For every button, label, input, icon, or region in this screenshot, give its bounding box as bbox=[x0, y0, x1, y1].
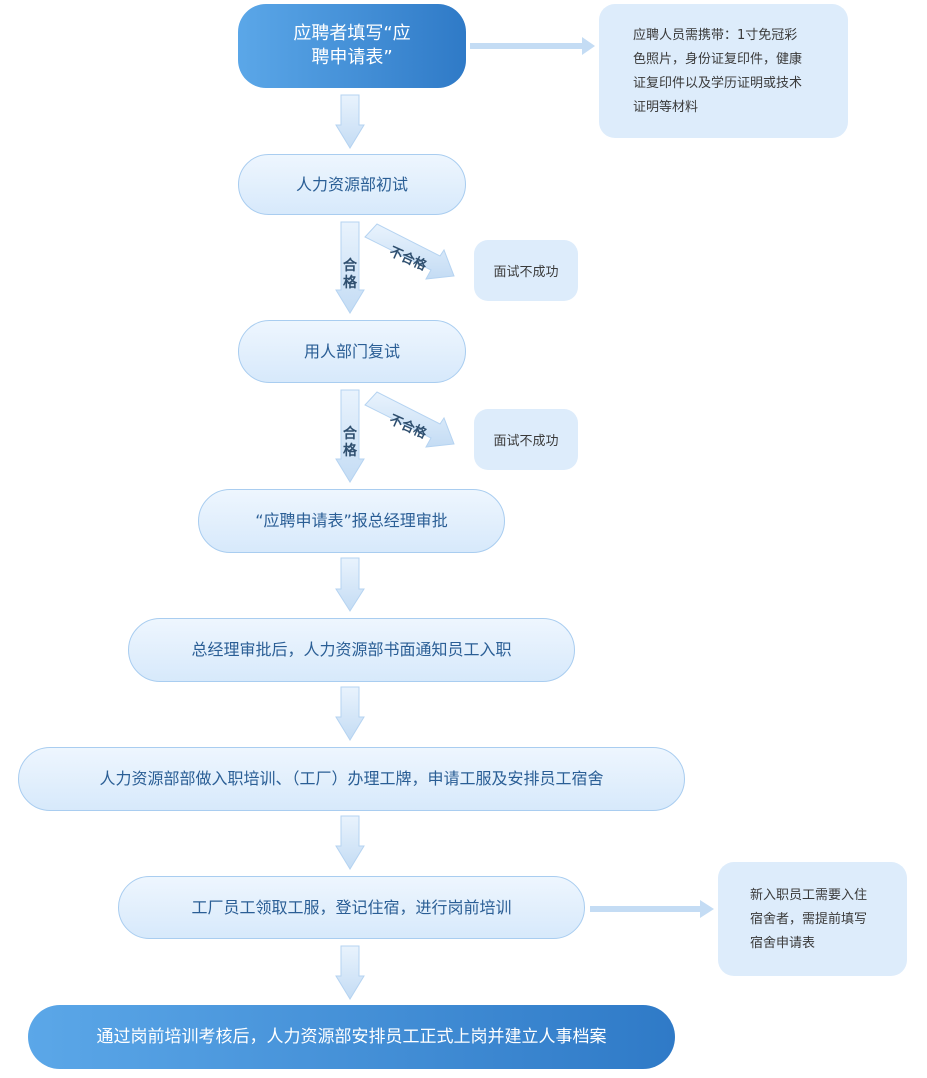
step-department-second-interview: 用人部门复试 bbox=[238, 320, 466, 383]
down-arrow-6 bbox=[335, 815, 365, 870]
step-fill-application: 应聘者填写“应 聘申请表” bbox=[238, 4, 466, 88]
step-notify-onboarding: 总经理审批后，人力资源部书面通知员工入职 bbox=[128, 618, 575, 682]
note-materials-line-1: 应聘人员需携带：1寸免冠彩 bbox=[633, 28, 798, 43]
down-arrow-1 bbox=[335, 94, 365, 149]
down-arrow-3 bbox=[335, 389, 365, 483]
fail-arrow-1 bbox=[364, 223, 455, 280]
step-hr-first-interview: 人力资源部初试 bbox=[238, 154, 466, 215]
note-dormitory-line-2: 宿舍者，需提前填写 bbox=[750, 912, 868, 927]
down-arrow-4 bbox=[335, 557, 365, 612]
note-dormitory-line-3: 宿舍申请表 bbox=[750, 936, 816, 951]
down-arrow-5 bbox=[335, 686, 365, 741]
down-arrow-2 bbox=[335, 221, 365, 314]
pass-label-2: 合格 bbox=[343, 426, 357, 459]
note-materials-line-4: 证明等材料 bbox=[633, 100, 699, 115]
step-formal-employment: 通过岗前培训考核后，人力资源部安排员工正式上岗并建立人事档案 bbox=[28, 1005, 675, 1069]
fail-result-1: 面试不成功 bbox=[474, 240, 578, 301]
pass-label-1: 合格 bbox=[343, 258, 357, 291]
note-arrow-1 bbox=[470, 37, 595, 55]
note-dormitory-line-1: 新入职员工需要入住 bbox=[750, 888, 868, 903]
down-arrow-7 bbox=[335, 945, 365, 1000]
step-1-line-2: 聘申请表” bbox=[311, 47, 393, 68]
fail-arrow-2 bbox=[364, 391, 455, 448]
note-materials-line-3: 证复印件以及学历证明或技术 bbox=[633, 76, 803, 91]
note-materials-line-2: 色照片，身份证复印件，健康 bbox=[633, 52, 803, 67]
step-1-line-1: 应聘者填写“应 bbox=[293, 22, 411, 44]
fail-result-2: 面试不成功 bbox=[474, 409, 578, 470]
step-onboarding-training: 人力资源部部做入职培训、（工厂）办理工牌，申请工服及安排员工宿舍 bbox=[18, 747, 685, 811]
step-pre-job-training: 工厂员工领取工服，登记住宿，进行岗前培训 bbox=[118, 876, 585, 939]
note-materials: 应聘人员需携带：1寸免冠彩 色照片，身份证复印件，健康 证复印件以及学历证明或技… bbox=[599, 4, 848, 138]
note-dormitory: 新入职员工需要入住 宿舍者，需提前填写 宿舍申请表 bbox=[718, 862, 907, 976]
step-gm-approval: “应聘申请表”报总经理审批 bbox=[198, 489, 505, 553]
note-arrow-2 bbox=[590, 900, 714, 918]
